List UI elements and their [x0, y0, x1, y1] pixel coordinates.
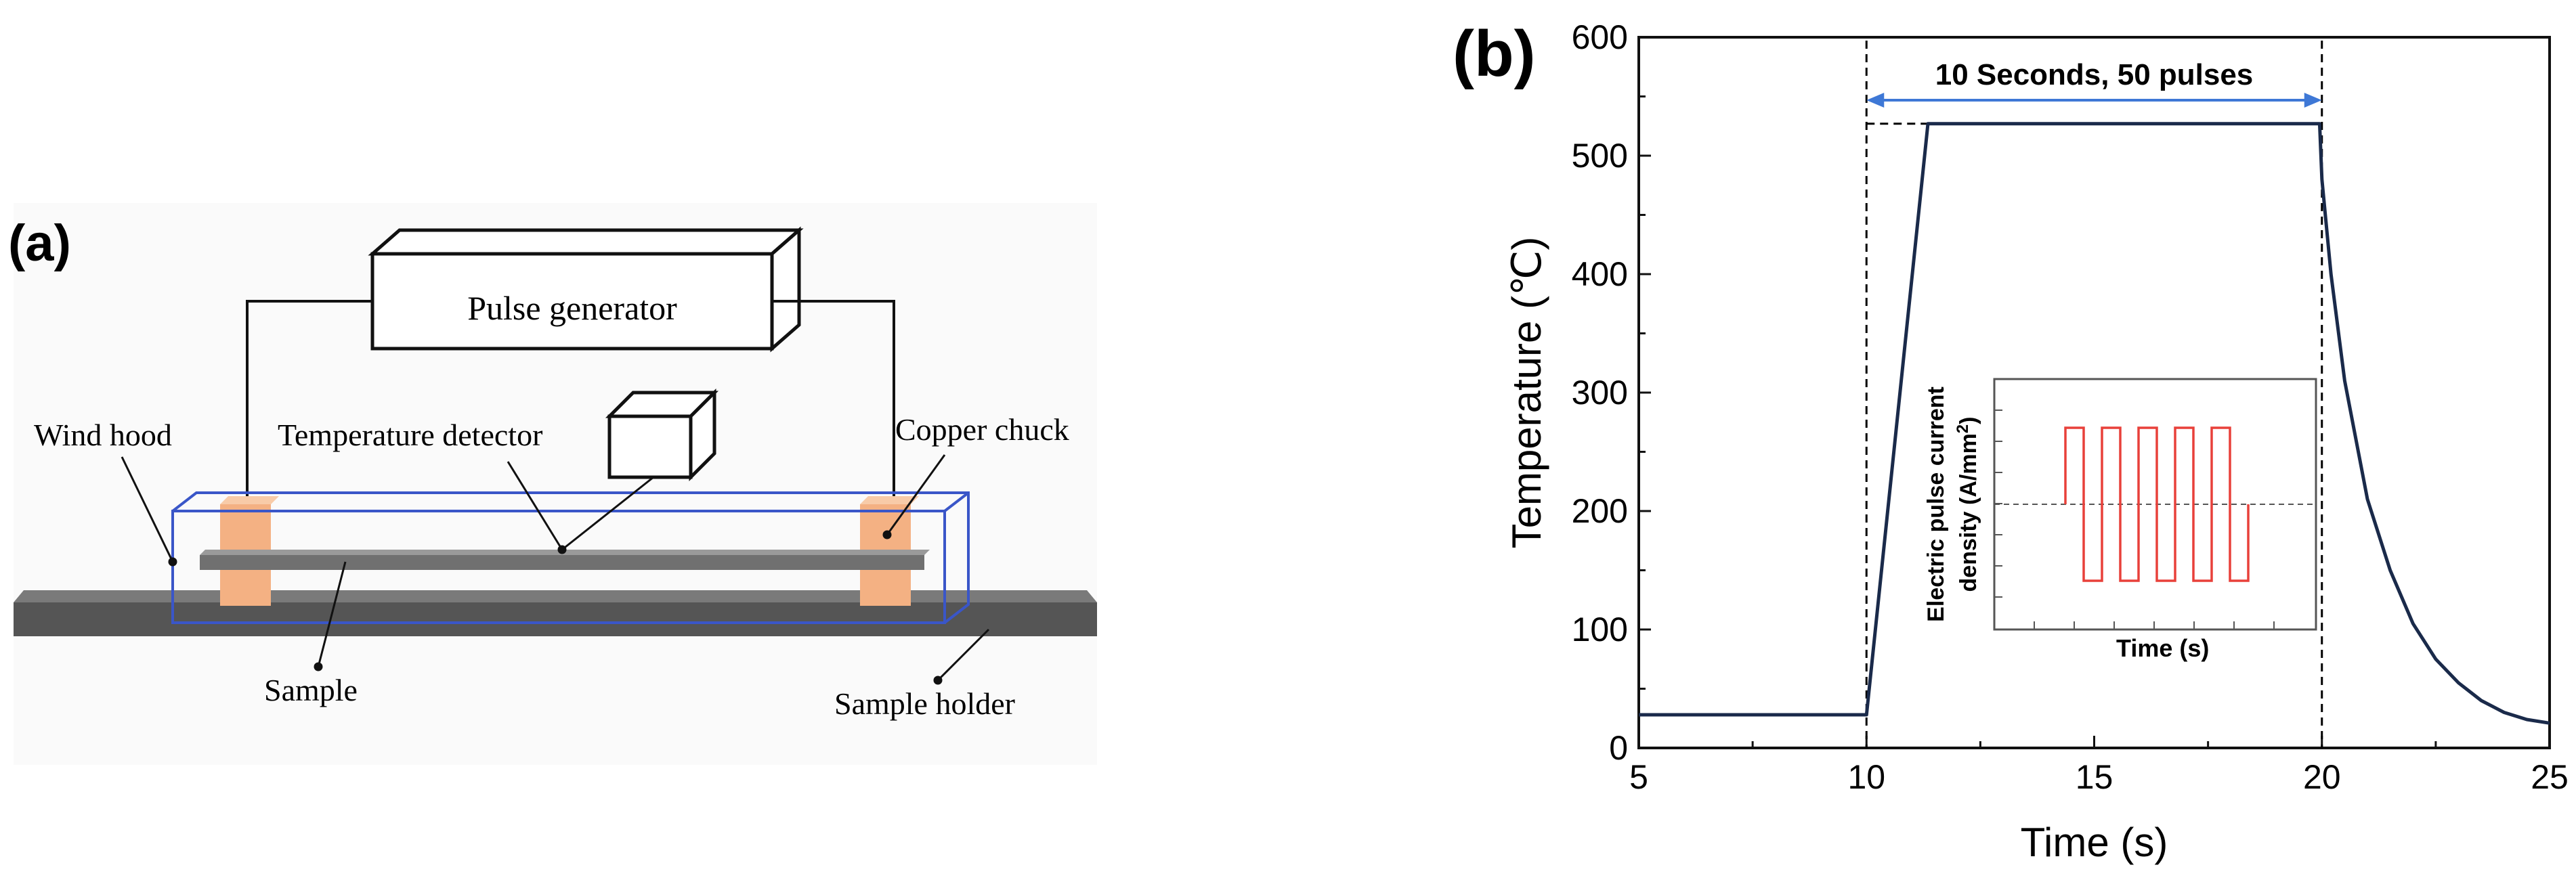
temperature-detector-label: Temperature detector	[278, 418, 542, 452]
y-tick-label: 300	[1572, 374, 1628, 412]
leader-temp-detector-dot	[557, 545, 567, 554]
inset-pulse-train	[2064, 426, 2250, 582]
y-tick-label: 0	[1609, 729, 1628, 767]
leader-sample-holder	[937, 628, 990, 682]
y-tick-label: 500	[1572, 137, 1628, 175]
y-tick-label: 600	[1572, 18, 1628, 56]
wire-right	[772, 300, 895, 504]
temperature-detector-box	[605, 388, 719, 482]
duration-annotation: 10 Seconds, 50 pulses	[1866, 58, 2322, 108]
inset-xlabel: Time (s)	[2116, 634, 2209, 662]
panel-b-label: (b)	[1453, 18, 1536, 90]
temperature-series-line	[1639, 122, 2550, 725]
leader-temp-detector-a	[507, 461, 563, 550]
leader-sample-holder-dot	[933, 676, 943, 685]
inset-ylabel-line1: Electric pulse current	[1923, 386, 1949, 622]
x-tick-label: 5	[1629, 758, 1648, 796]
pulse-generator-box	[368, 226, 804, 353]
wire-left	[246, 300, 372, 504]
wind-hood	[171, 491, 970, 624]
leader-copper-chuck	[886, 454, 946, 535]
sample-bar	[200, 550, 930, 570]
inset-ylabel-line2: density (A/mm2)	[1954, 417, 1981, 592]
leader-wind-hood	[121, 456, 174, 562]
x-tick-label: 15	[2076, 758, 2113, 796]
duration-arrow-head-right	[2304, 93, 2322, 108]
leader-copper-chuck-dot	[882, 530, 892, 539]
panel-a-label: (a)	[8, 215, 71, 272]
leader-temp-detector-b	[561, 476, 654, 551]
pulse-generator-label: Pulse generator	[467, 289, 677, 327]
duration-annotation-text: 10 Seconds, 50 pulses	[1935, 58, 2254, 91]
sample-label: Sample	[264, 673, 358, 707]
pulse-generator-front-face	[370, 252, 774, 351]
y-axis-label: Temperature (℃)	[1504, 237, 1549, 549]
leader-wind-hood-dot	[168, 557, 177, 567]
pulse-generator-top-face	[368, 228, 804, 256]
x-tick-label: 25	[2531, 758, 2569, 796]
inset-ylabel-group: Electric pulse current density (A/mm2)	[1923, 386, 1981, 622]
y-tick-label: 100	[1572, 611, 1628, 648]
pulse-inset: Time (s) Electric pulse current density …	[1923, 378, 2317, 662]
duration-arrow-head-left	[1866, 93, 1885, 108]
leader-sample-dot	[314, 662, 323, 671]
x-axis-label: Time (s)	[2021, 820, 2168, 865]
sample-holder-label: Sample holder	[834, 686, 1015, 721]
y-tick-label: 400	[1572, 255, 1628, 293]
leader-sample	[317, 561, 347, 667]
x-tick-label: 10	[1847, 758, 1885, 796]
panel-a-schematic: (a) Pulse generator	[8, 203, 1097, 765]
sample-holder	[14, 590, 1097, 636]
copper-chuck-label: Copper chuck	[895, 412, 1069, 447]
y-tick-label: 200	[1572, 492, 1628, 530]
x-tick-label: 20	[2303, 758, 2341, 796]
wind-hood-label: Wind hood	[34, 418, 172, 452]
